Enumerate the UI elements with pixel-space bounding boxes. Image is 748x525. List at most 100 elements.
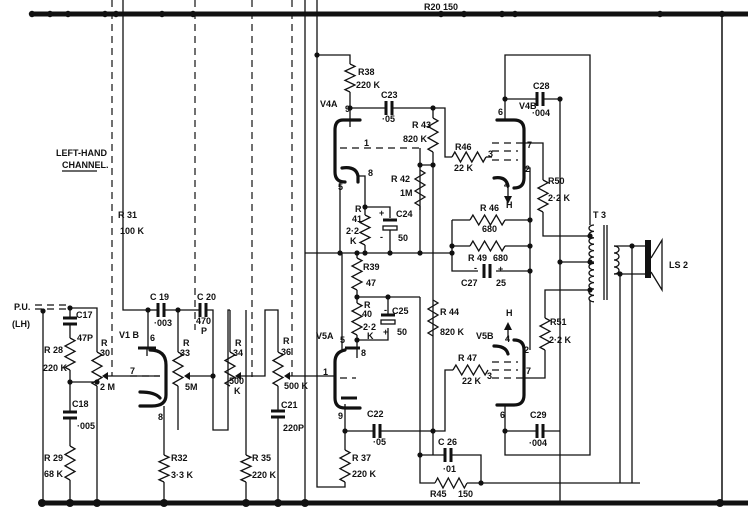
wire	[544, 289, 590, 318]
c24-ref: C24	[396, 209, 413, 219]
heater-arrow-icon	[504, 196, 512, 204]
r37-resistor	[338, 449, 352, 483]
r34-potentiometer	[223, 351, 237, 387]
c27-value: 25	[496, 278, 506, 288]
r34-wiper-arrow	[235, 372, 241, 380]
r46-bias-resistor	[469, 213, 506, 227]
junction-dot	[557, 96, 563, 102]
r35-ref: R 35	[252, 453, 271, 463]
junction-dot	[337, 250, 343, 256]
r42-resistor	[413, 169, 427, 207]
c25-capacitor-plate	[380, 319, 396, 325]
junction-dot	[498, 10, 506, 18]
wire	[356, 253, 420, 298]
r51-ref: R51	[550, 317, 567, 327]
c26-ref: C 26	[438, 437, 457, 447]
v4b-heater: H	[506, 200, 513, 210]
r28-value: 220 K	[43, 363, 68, 373]
r31-value: 100 K	[120, 226, 145, 236]
c17-ref: C17	[76, 310, 93, 320]
r45-ref: R45	[430, 489, 447, 499]
r42-ref: R 42	[391, 174, 410, 184]
r36-wiper-arrow	[284, 372, 290, 380]
r47-value: 22 K	[462, 376, 482, 386]
v5b-pin4: 4	[505, 334, 510, 344]
c29-ref: C29	[530, 410, 547, 420]
v1b-valve-envelope	[138, 348, 168, 408]
r40-value2: K	[367, 331, 374, 341]
c28-capacitor	[535, 92, 545, 106]
r33-ref1: R	[183, 338, 190, 348]
c24-capacitor-plate	[382, 225, 398, 231]
c19-ref: C 19	[150, 292, 169, 302]
c19-capacitor	[156, 303, 166, 317]
wire	[365, 206, 391, 218]
v1b-pin7: 7	[130, 366, 135, 376]
r46a-ref: R46	[455, 142, 472, 152]
r37-value: 220 K	[352, 469, 377, 479]
v1b-pin8: 8	[158, 412, 163, 422]
c27-minus: -	[474, 263, 477, 273]
input-cable-screen	[35, 304, 68, 310]
r43-resistor	[426, 117, 440, 153]
r46b-value: 680	[482, 224, 497, 234]
v5b-heater: H	[506, 308, 513, 318]
junction-dot	[460, 10, 468, 18]
c22-capacitor	[372, 424, 382, 438]
r35-value: 220 K	[252, 470, 277, 480]
junction-dot	[101, 10, 109, 18]
wire	[619, 246, 633, 483]
wire	[357, 328, 389, 341]
wire	[358, 175, 366, 215]
c20-value2: P	[201, 326, 207, 336]
v5a-valve-envelope	[333, 348, 362, 410]
channel-title-1: LEFT-HAND	[56, 148, 107, 158]
c21-capacitor	[271, 409, 285, 419]
c23-capacitor	[384, 101, 394, 115]
v5b-pin6: 6	[500, 410, 505, 420]
c24-minus: -	[380, 232, 383, 242]
junction-dot	[158, 10, 166, 18]
r33-wiper-arrow	[184, 372, 190, 380]
junction-dot	[112, 10, 120, 18]
wire	[542, 212, 590, 237]
r33-potentiometer	[171, 351, 185, 387]
v4b-pin4: 4	[504, 180, 509, 190]
c20-ref: C 20	[197, 292, 216, 302]
c23-ref: C23	[381, 90, 398, 100]
c18-value: ·005	[77, 421, 95, 431]
junction-dot	[210, 373, 216, 379]
v4b-grids	[492, 142, 518, 161]
c26-capacitor	[443, 448, 453, 462]
c25-value: 50	[397, 327, 407, 337]
r30-wiper-arrow	[102, 372, 108, 380]
junction-dot	[40, 308, 46, 314]
t3-primary-winding	[588, 224, 595, 303]
r50-ref: R50	[548, 176, 565, 186]
v4a-valve-envelope	[333, 118, 362, 184]
r40-resistor	[350, 302, 364, 336]
r41-value2: K	[350, 236, 357, 246]
r38-ref: R38	[358, 67, 375, 77]
c27-capacitor	[482, 264, 492, 278]
r44-resistor	[426, 299, 440, 337]
wire	[451, 220, 478, 272]
v4a-pin5: 5	[338, 182, 343, 192]
t3-ref: T 3	[593, 210, 606, 220]
junction-dot	[417, 162, 423, 168]
junction-dot	[28, 10, 36, 18]
v5b-pin3: 3	[487, 371, 492, 381]
r20-label: R20 150	[424, 2, 458, 12]
c20-capacitor	[198, 303, 208, 317]
r40-value1: 2·2	[363, 322, 376, 332]
v5a-pin9: 9	[338, 411, 343, 421]
r28-ref: R 28	[44, 345, 63, 355]
r43-value: 820 K	[403, 134, 428, 144]
r43-ref: R 43	[412, 120, 431, 130]
ls2-speaker-magnet	[645, 240, 651, 278]
r46b-ref: R 46	[480, 203, 499, 213]
c17-capacitor	[63, 316, 77, 326]
junction-dot	[64, 10, 72, 18]
c22-ref: C22	[367, 409, 384, 419]
